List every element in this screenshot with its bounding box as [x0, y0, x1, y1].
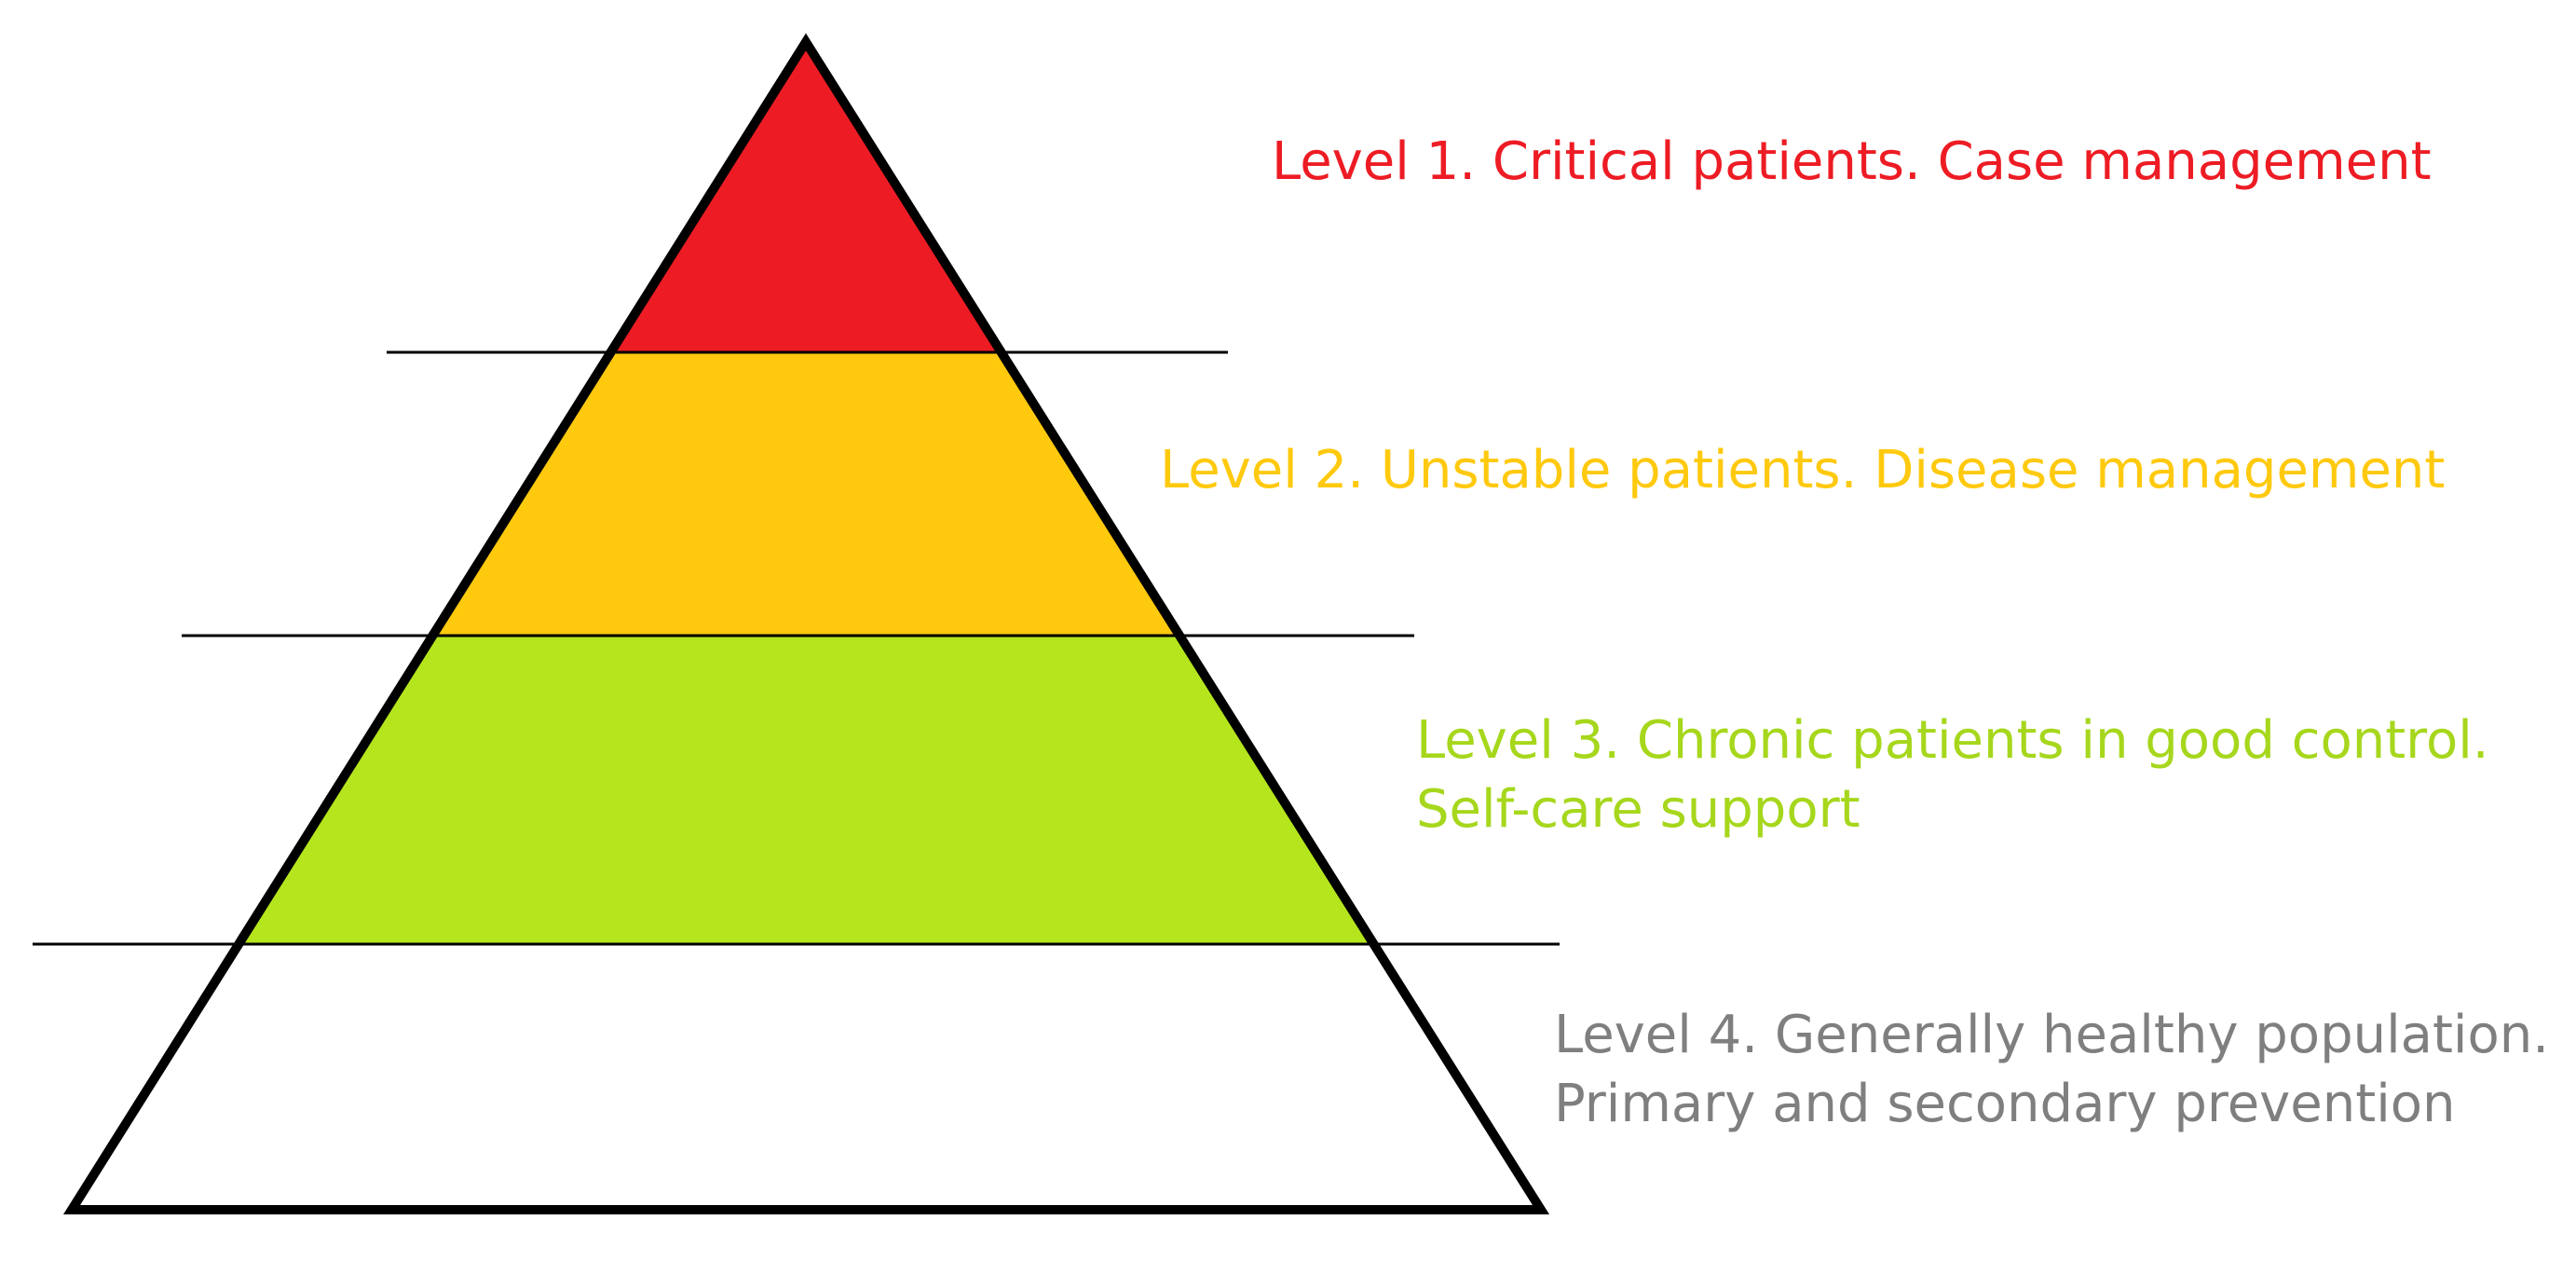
pyramid-band-level-4	[72, 944, 1541, 1210]
pyramid-band-level-1	[615, 42, 999, 352]
level-1-label-line-1: Level 1. Critical patients. Case managem…	[1272, 131, 2432, 192]
level-3-label: Level 3. Chronic patients in good contro…	[1416, 706, 2489, 844]
pyramid-outline	[62, 33, 1550, 1214]
level-4-label-line-1: Level 4. Generally healthy population.	[1554, 1005, 2550, 1065]
level-2-label: Level 2. Unstable patients. Disease mana…	[1160, 436, 2445, 505]
level-4-label: Level 4. Generally healthy population. P…	[1554, 1001, 2549, 1139]
pyramid-band-level-2	[431, 352, 1180, 636]
level-1-label: Level 1. Critical patients. Case managem…	[1272, 128, 2432, 197]
level-3-label-line-1: Level 3. Chronic patients in good contro…	[1416, 710, 2489, 771]
pyramid-band-level-3	[243, 636, 1371, 944]
level-4-label-line-2: Primary and secondary prevention	[1554, 1074, 2456, 1134]
level-2-label-line-1: Level 2. Unstable patients. Disease mana…	[1160, 440, 2446, 500]
level-3-label-line-2: Self-care support	[1416, 779, 1860, 840]
